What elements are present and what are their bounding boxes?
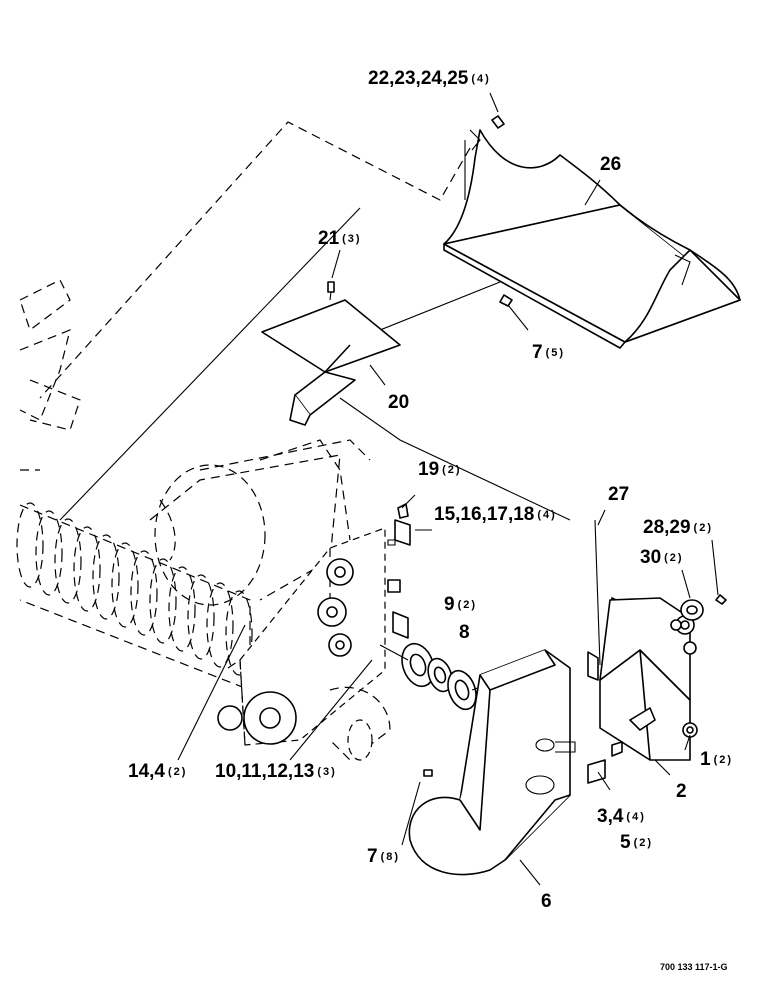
callout-3-4: 3,4(4)	[597, 806, 646, 827]
callout-7-bottom: 7(8)	[367, 846, 400, 867]
callout-2: 2	[676, 781, 687, 802]
auger-flight	[73, 526, 101, 612]
callout-leaders	[177, 92, 719, 886]
callout-10-13: 10,11,12,13(3)	[215, 761, 337, 782]
shield-2	[587, 519, 704, 784]
auger-flight	[111, 542, 139, 628]
auger-flight	[206, 582, 234, 668]
callout-26: 26	[600, 154, 621, 175]
callout-15-18: 15,16,17,18(4)	[434, 504, 557, 525]
callout-20: 20	[388, 392, 409, 413]
callout-21: 21(3)	[318, 228, 362, 249]
auger-flight	[149, 558, 177, 644]
callout-1: 1(2)	[700, 749, 733, 770]
callout-19: 19(2)	[418, 459, 462, 480]
auger-flight	[16, 502, 44, 588]
callout-6: 6	[541, 891, 552, 912]
bracket-20	[261, 282, 401, 426]
callout-30: 30(2)	[640, 547, 684, 568]
auger-flight	[225, 590, 253, 676]
callout-labels: 22,23,24,25(4) 26 21(3) 7(5) 20 19(2) 15…	[128, 68, 733, 912]
auger-flight	[187, 574, 215, 660]
drive-housing-6	[408, 649, 576, 876]
bolts	[327, 115, 727, 777]
auger-flight	[92, 534, 120, 620]
callout-28-29: 28,29(2)	[643, 517, 713, 538]
callout-8: 8	[459, 622, 470, 643]
auger-flight	[168, 566, 196, 652]
top-shield-26	[443, 129, 741, 349]
auger-flight	[130, 550, 158, 636]
callout-14-4: 14,4(2)	[128, 761, 187, 782]
auger-flight	[35, 510, 63, 596]
auger-flight	[54, 518, 82, 604]
callout-5: 5(2)	[620, 832, 653, 853]
drive-frame	[217, 527, 396, 761]
callout-27: 27	[608, 484, 629, 505]
bearings	[379, 642, 501, 711]
figure-reference-number: 700 133 117-1-G	[660, 962, 728, 972]
callout-22-25: 22,23,24,25(4)	[368, 68, 491, 89]
callout-7-top: 7(5)	[532, 342, 565, 363]
phantom-leader-lines	[39, 121, 571, 521]
auger-reel-phantom	[16, 279, 371, 691]
callout-9: 9(2)	[444, 594, 477, 615]
